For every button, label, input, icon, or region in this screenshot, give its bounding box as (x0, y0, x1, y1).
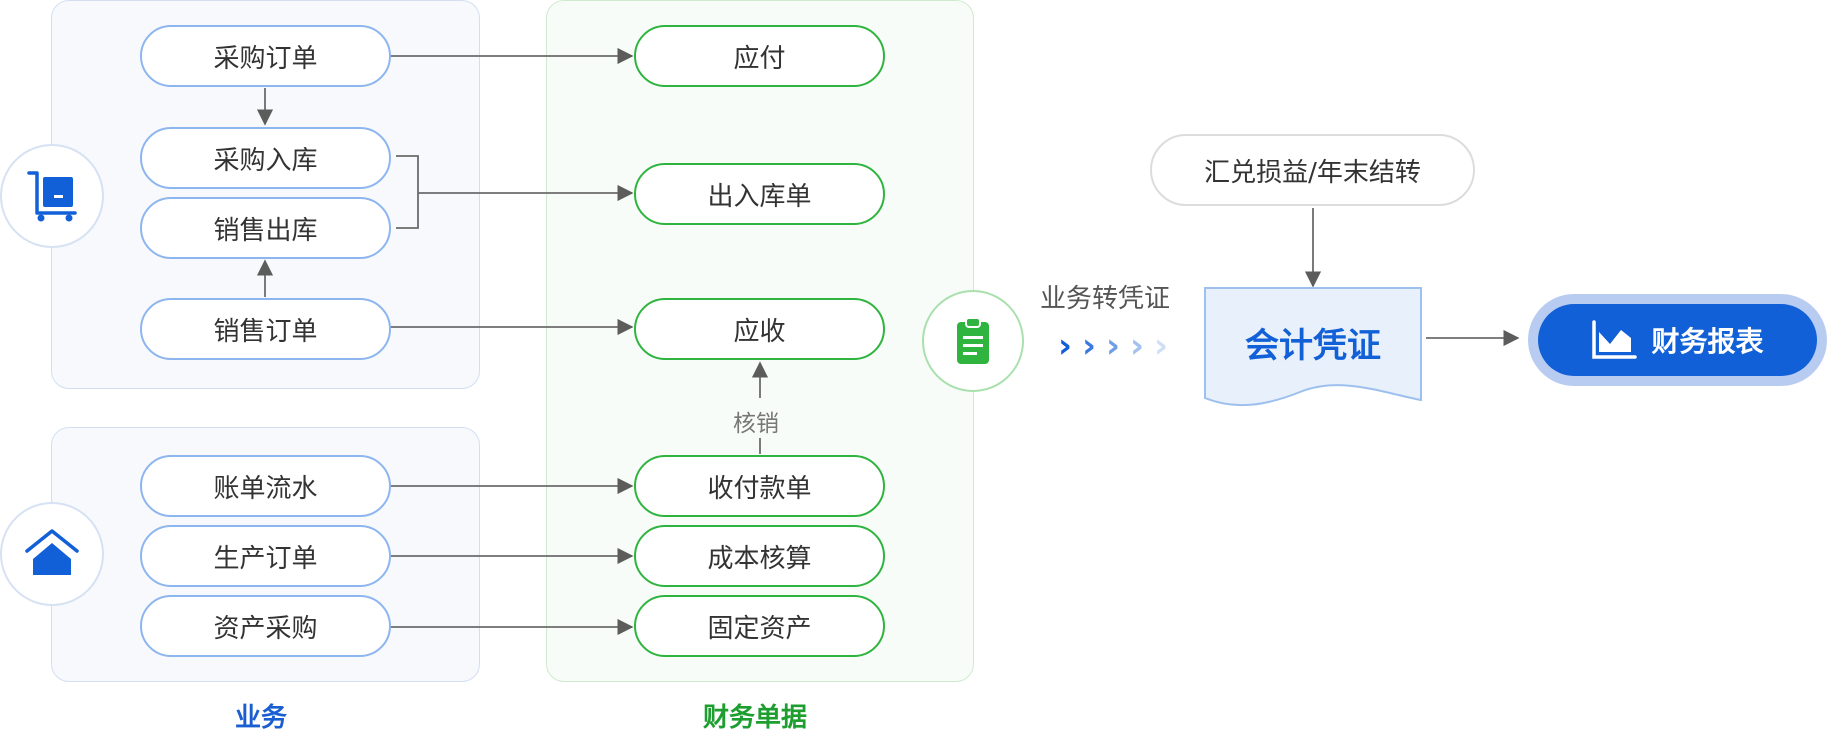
biz-asset-purchase[interactable]: 资产采购 (140, 595, 391, 657)
fin-payment-docs[interactable]: 收付款单 (634, 455, 885, 517)
financial-report-button[interactable]: 财务报表 (1538, 304, 1817, 376)
fin-receivable[interactable]: 应收 (634, 298, 885, 360)
cart-box-icon (27, 171, 77, 222)
chevron-right-icon: › (1106, 326, 1121, 366)
warehouse-circle (0, 144, 104, 248)
fin-payable[interactable]: 应付 (634, 25, 885, 87)
fin-fixed-assets[interactable]: 固定资产 (634, 595, 885, 657)
writeoff-label: 核销 (733, 411, 779, 437)
fx-yearend-box[interactable]: 汇兑损益/年末结转 (1150, 134, 1475, 206)
flow-chevrons: › › › › › (1058, 326, 1178, 366)
biz-purchase-in[interactable]: 采购入库 (140, 127, 391, 189)
fin-cost-accounting[interactable]: 成本核算 (634, 525, 885, 587)
voucher-document-shape (1204, 287, 1422, 407)
chevron-right-icon: › (1130, 326, 1145, 366)
voucher-title: 会计凭证 (1245, 326, 1381, 366)
fin-stock-docs[interactable]: 出入库单 (634, 163, 885, 225)
clipboard-icon (957, 317, 989, 364)
chart-icon (1592, 320, 1638, 359)
finance-docs-title: 财务单据 (703, 703, 808, 733)
chevron-right-icon: › (1154, 326, 1169, 366)
financial-report-label: 财务报表 (1651, 325, 1764, 358)
biz-purchase-order[interactable]: 采购订单 (140, 25, 391, 87)
home-circle (0, 502, 104, 606)
biz-sales-order[interactable]: 销售订单 (140, 298, 391, 360)
biz-sales-out[interactable]: 销售出库 (140, 197, 391, 259)
bracket-inventory (396, 155, 419, 229)
document-circle (922, 290, 1024, 392)
chevron-right-icon: › (1058, 326, 1073, 366)
to-voucher-label: 业务转凭证 (1040, 284, 1171, 314)
business-title: 业务 (235, 703, 288, 733)
biz-bill-flow[interactable]: 账单流水 (140, 455, 391, 517)
biz-production-order[interactable]: 生产订单 (140, 525, 391, 587)
home-icon (25, 529, 79, 575)
chevron-right-icon: › (1082, 326, 1097, 366)
